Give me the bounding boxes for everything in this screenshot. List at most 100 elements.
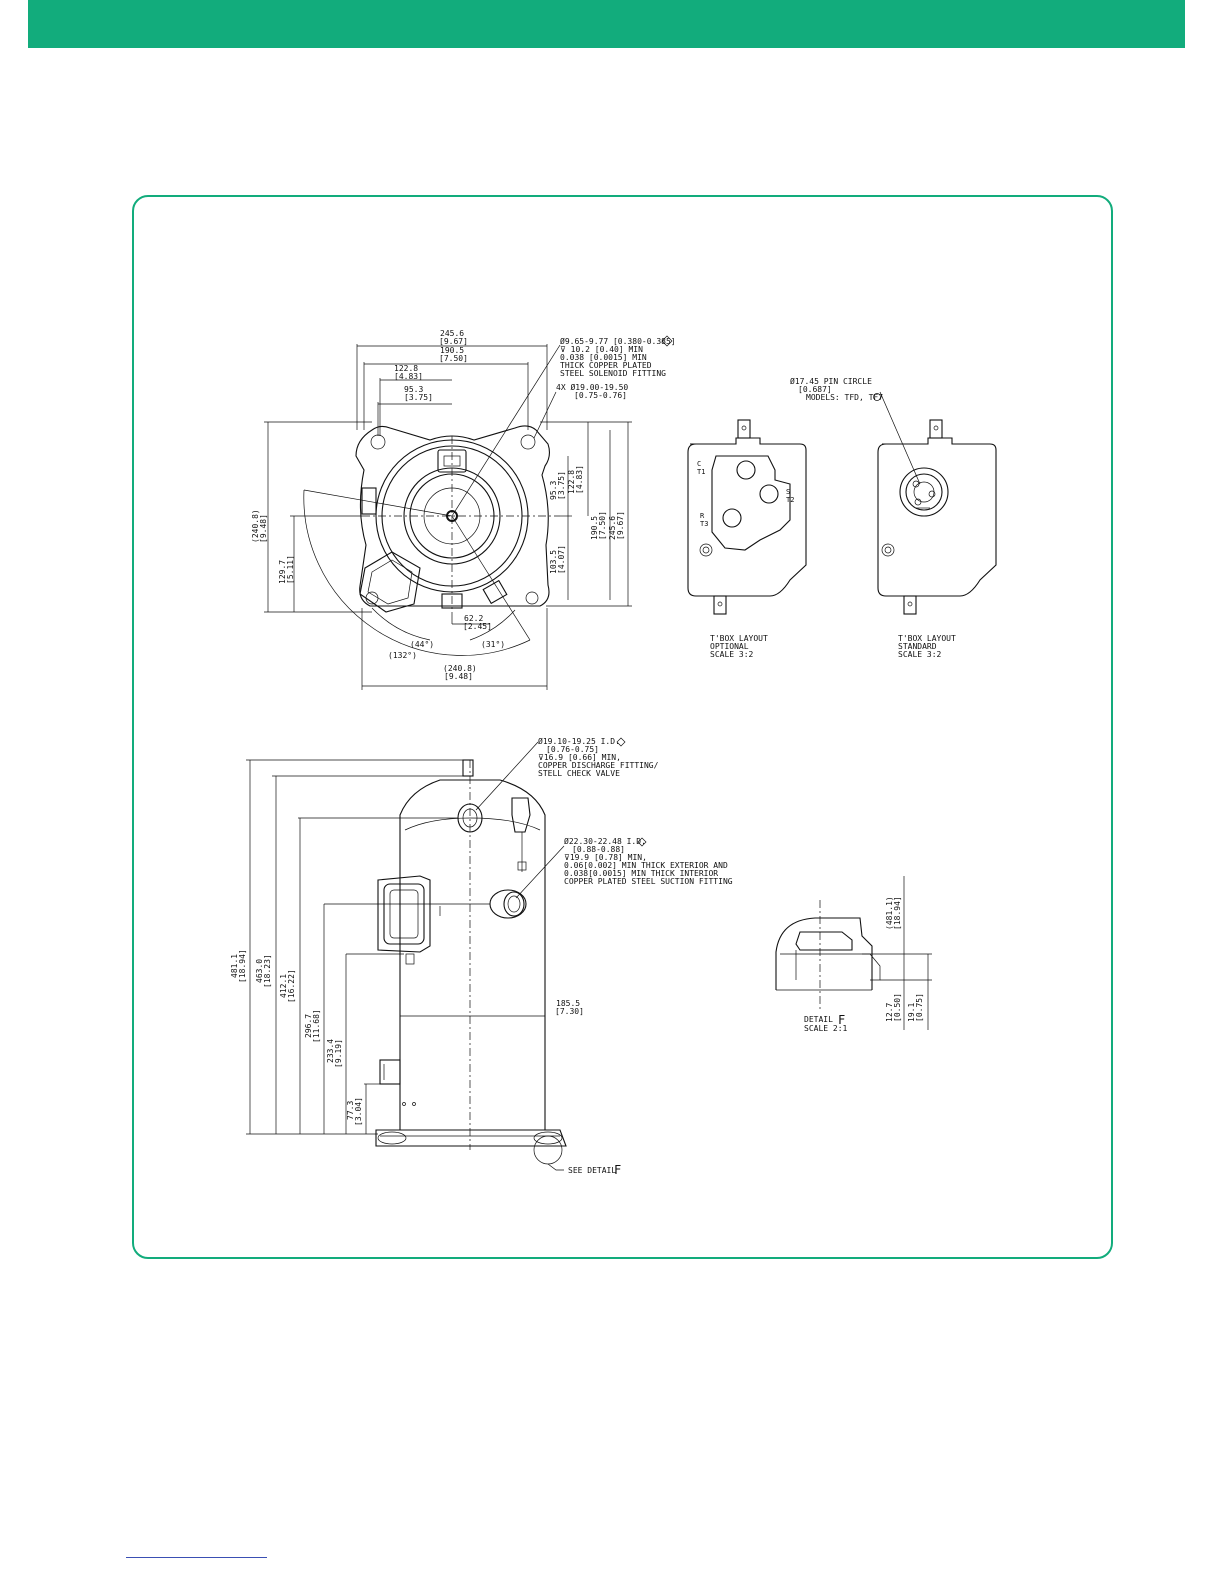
v-240: (240.8)	[251, 509, 260, 543]
dim-off-in: [3.75]	[404, 393, 433, 402]
h-77-in: [3.04]	[354, 1097, 363, 1126]
note-suction-3: ⊽19.9 [0.78] MIN,	[564, 853, 647, 862]
note-suction-2: [0.88-0.88]	[572, 845, 625, 854]
note-discharge-1: Ø19.10-19.25 I.D.	[538, 736, 620, 746]
note-holes-2: [0.75-0.76]	[574, 391, 627, 400]
note-suction-1: Ø22.30-22.48 I.D.	[564, 836, 646, 846]
dim-bolt-in: [7.50]	[439, 354, 468, 363]
h-463: 463.0	[255, 959, 264, 983]
note-solenoid-1: Ø9.65-9.77 [0.380-0.385]	[560, 336, 676, 346]
see-detail-letter: F	[614, 1163, 621, 1177]
note-discharge-2: [0.76-0.75]	[546, 745, 599, 754]
angle-132: (132°)	[388, 651, 417, 660]
diamond-icon	[616, 737, 626, 747]
note-suction-4: 0.06[0.002] MIN THICK EXTERIOR AND	[564, 861, 728, 870]
detail-f: (481.1) [18.94] 12.7 [0.50] 19.1 [0.75] …	[775, 876, 932, 1033]
tbox-std-cap-2: STANDARD	[898, 642, 937, 651]
dim-62: 62.2	[464, 614, 483, 623]
tbox-opt-cap-2: OPTIONAL	[710, 642, 749, 651]
r-103-in: [4.07]	[557, 545, 566, 574]
tbox-standard: Ø17.45 PIN CIRCLE [0.687] MODELS: TFD, T…	[790, 376, 997, 659]
r-103: 103.5	[549, 550, 558, 574]
tbox-opt-cap-3: SCALE 3:2	[710, 650, 754, 659]
v-240-in: [9.48]	[259, 514, 268, 543]
w-185-in: [7.30]	[555, 1007, 584, 1016]
dim-62-in: [2.45]	[463, 622, 492, 631]
detail-d3: 19.1	[907, 1003, 916, 1022]
note-solenoid-5: STEEL SOLENOID FITTING	[560, 369, 666, 378]
note-suction-6: COPPER PLATED STEEL SUCTION FITTING	[564, 877, 733, 886]
detail-scale: SCALE 2:1	[804, 1024, 848, 1033]
h-77: 77.3	[346, 1101, 355, 1120]
h-412-in: [16.22]	[287, 969, 296, 1003]
r-190-in: [7.50]	[598, 511, 607, 540]
detail-d1-in: [18.94]	[893, 896, 902, 930]
angle-44: (44°)	[410, 640, 434, 649]
w-185: 185.5	[556, 999, 580, 1008]
detail-d2: 12.7	[885, 1003, 894, 1022]
r-122: 122.8	[567, 470, 576, 494]
footer-rule	[126, 1557, 267, 1558]
drawing-frame	[132, 195, 1113, 1259]
h-233: 233.4	[326, 1039, 335, 1063]
dim-off: 95.3	[404, 385, 423, 394]
r-95: 95.3	[549, 481, 558, 500]
dim-bolt: 190.5	[440, 346, 464, 355]
r-190: 190.5	[590, 516, 599, 540]
term-t2: T2	[786, 496, 794, 504]
dim-width: 245.6	[440, 329, 464, 338]
dim-width-in: [9.67]	[439, 337, 468, 346]
tbox-optional: C T1 S T2 R T3 T'BOX LAYOUT OPTIONAL SCA…	[687, 419, 807, 659]
diamond-icon	[637, 837, 647, 847]
pin-note-2: [0.687]	[798, 385, 832, 394]
detail-caption: DETAIL	[804, 1015, 833, 1024]
r-245-in: [9.67]	[616, 511, 625, 540]
note-suction-5: 0.038[0.0015] MIN THICK INTERIOR	[564, 869, 718, 878]
header-bar	[28, 0, 1185, 48]
v-129-in: [5.11]	[286, 555, 295, 584]
tbox-opt-cap-1: T'BOX LAYOUT	[710, 634, 768, 643]
r-122-in: [4.83]	[575, 465, 584, 494]
angle-31: (31°)	[481, 640, 505, 649]
tbox-std-cap-3: SCALE 3:2	[898, 650, 942, 659]
see-detail: SEE DETAIL	[568, 1166, 616, 1175]
h-296: 296.7	[304, 1014, 313, 1038]
detail-d3-in: [0.75]	[915, 993, 924, 1022]
note-solenoid-3: 0.038 [0.0015] MIN	[560, 353, 647, 362]
h-412: 412.1	[279, 974, 288, 998]
dim-radius: (240.8)	[443, 664, 477, 673]
note-discharge-4: COPPER DISCHARGE FITTING/	[538, 761, 659, 770]
term-c: C	[697, 460, 701, 468]
note-discharge-3: ⊽16.9 [0.66] MIN,	[538, 753, 621, 762]
side-view: 481.1 [18.94] 463.0 [18.23] 412.1 [16.22…	[230, 736, 733, 1177]
term-t3: T3	[700, 520, 708, 528]
note-discharge-5: STELL CHECK VALVE	[538, 769, 620, 778]
r-95-in: [3.75]	[557, 471, 566, 500]
term-t1: T1	[697, 468, 705, 476]
target-icon	[873, 393, 881, 401]
detail-letter: F	[838, 1013, 845, 1027]
dim-radius-in: [9.48]	[444, 672, 473, 681]
r-245: 245.6	[608, 516, 617, 540]
term-s: S	[786, 488, 790, 496]
tbox-std-cap-1: T'BOX LAYOUT	[898, 634, 956, 643]
h-481: 481.1	[230, 954, 239, 978]
pin-note-1: Ø17.45 PIN CIRCLE	[790, 376, 872, 386]
detail-d2-in: [0.50]	[893, 993, 902, 1022]
note-holes-1: 4X Ø19.00-19.50	[556, 382, 628, 392]
h-481-in: [18.94]	[238, 949, 247, 983]
h-296-in: [11.68]	[312, 1009, 321, 1043]
note-solenoid-2: ⊽ 10.2 [0.40] MIN	[560, 345, 643, 354]
term-r: R	[700, 512, 705, 520]
pin-note-3: MODELS: TFD, TF7	[806, 393, 883, 402]
dim-half: 122.8	[394, 364, 418, 373]
detail-d1: (481.1)	[885, 896, 894, 930]
v-129: 129.7	[278, 560, 287, 584]
h-463-in: [18.23]	[263, 954, 272, 988]
top-view: 245.6 [9.67] 190.5 [7.50] 122.8 [4.83] 9…	[251, 329, 676, 690]
dim-half-in: [4.83]	[394, 372, 423, 381]
diamond-icon	[661, 335, 673, 347]
h-233-in: [9.19]	[334, 1039, 343, 1068]
note-solenoid-4: THICK COPPER PLATED	[560, 361, 652, 370]
